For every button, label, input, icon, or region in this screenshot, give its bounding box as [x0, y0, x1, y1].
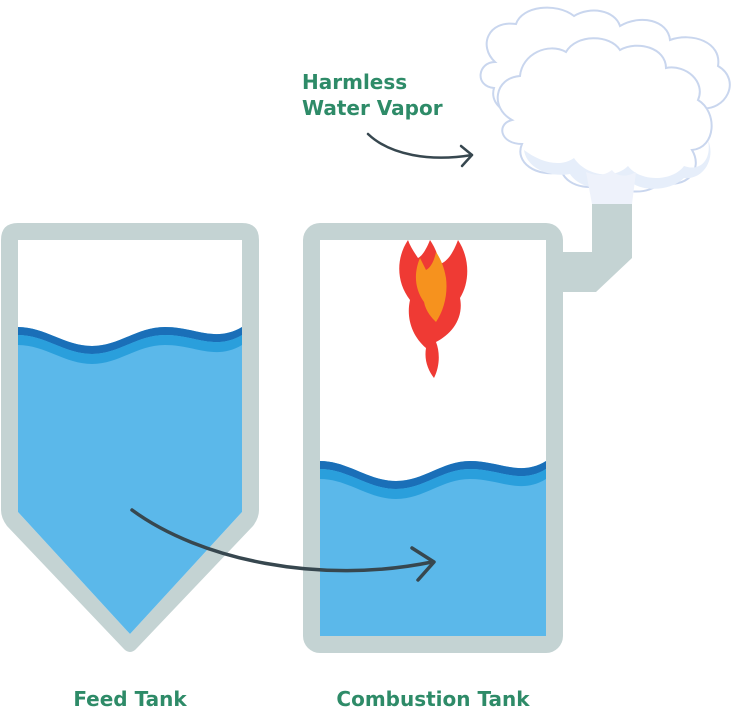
vapor-arrow-head: [459, 144, 474, 168]
transfer-arrow-icon: [130, 508, 436, 582]
feed-tank-water: [18, 327, 242, 634]
feed-tank-wave-dark: [18, 327, 242, 354]
feed-tank-label: Feed Tank: [73, 687, 187, 711]
feed-tank-wave-mid: [18, 335, 242, 364]
steam-column: [586, 170, 636, 204]
combustion-tank-water: [320, 461, 546, 636]
flame-inner: [415, 252, 447, 322]
vapor-arrow-shaft: [366, 132, 474, 159]
combustion-tank-wave-mid: [320, 469, 546, 499]
water-vapor-label: Harmless Water Vapor: [302, 69, 443, 121]
combustion-tank-wave-dark: [320, 461, 546, 489]
water-vapor-label-line1: Harmless: [302, 70, 408, 94]
cloud-icon: [479, 6, 731, 193]
flame-icon: [399, 240, 468, 378]
feed-tank: [1, 223, 259, 652]
transfer-arrow-shaft: [130, 508, 434, 573]
transfer-arrow-head: [410, 546, 436, 582]
combustion-tank: [303, 223, 563, 653]
water-vapor-label-line2: Water Vapor: [302, 96, 443, 120]
exhaust-pipe: [563, 204, 632, 292]
vapor-arrow-icon: [366, 132, 474, 168]
combustion-tank-label: Combustion Tank: [336, 687, 530, 711]
